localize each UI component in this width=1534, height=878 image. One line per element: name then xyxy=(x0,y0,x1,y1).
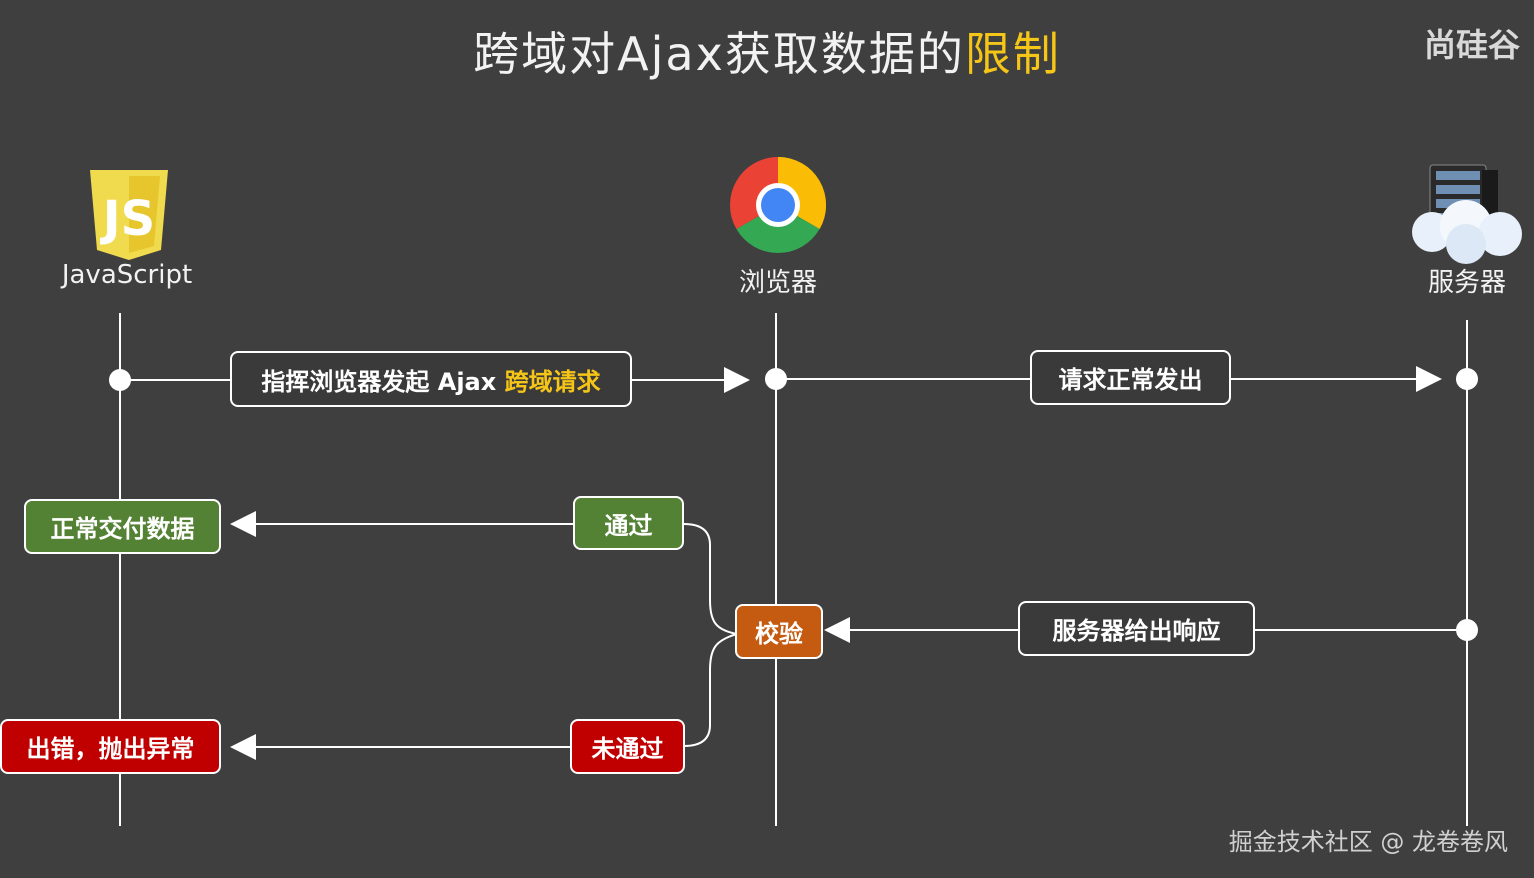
message-forward-text: 请求正常发出 xyxy=(1058,366,1203,394)
deliver-text: 正常交付数据 xyxy=(50,515,195,543)
javascript-logo-icon: JS xyxy=(90,170,168,260)
title-highlight: 限制 xyxy=(964,27,1061,81)
server-dot-request xyxy=(1456,368,1478,390)
server-dot-response xyxy=(1456,619,1478,641)
pass-box: 通过 xyxy=(573,496,684,550)
message-request-box: 指挥浏览器发起 Ajax 跨域请求 xyxy=(230,351,632,407)
request-arrowhead xyxy=(724,367,750,393)
page-title: 跨域对Ajax获取数据的限制 xyxy=(0,18,1534,84)
pass-text: 通过 xyxy=(604,511,653,540)
deliver-box: 正常交付数据 xyxy=(24,499,221,554)
actor-label-javascript: JavaScript xyxy=(61,260,193,290)
fail-text: 未通过 xyxy=(591,735,664,763)
error-arrowhead xyxy=(230,734,256,760)
message-request-text: 指挥浏览器发起 Ajax xyxy=(261,367,505,396)
deliver-arrowhead xyxy=(230,511,256,537)
watermark-text: 掘金技术社区 @ 龙卷卷风 xyxy=(1228,828,1508,856)
message-forward-box: 请求正常发出 xyxy=(1030,350,1231,405)
browser-dot xyxy=(765,368,787,390)
forward-arrowhead xyxy=(1416,366,1442,392)
response-arrowhead xyxy=(824,617,850,643)
javascript-logo-text: JS xyxy=(100,191,155,247)
fail-box: 未通过 xyxy=(570,719,685,774)
actor-label-server: 服务器 xyxy=(1427,268,1506,298)
check-box: 校验 xyxy=(735,604,823,659)
error-box: 出错，抛出异常 xyxy=(0,719,221,774)
server-cloud-icon xyxy=(1412,164,1522,264)
fail-branch-line xyxy=(683,633,738,747)
brand-logo: 尚硅谷 xyxy=(1423,26,1520,64)
check-text: 校验 xyxy=(755,620,803,648)
js-dot xyxy=(109,369,131,391)
error-text: 出错，抛出异常 xyxy=(26,735,195,763)
message-response-box: 服务器给出响应 xyxy=(1018,601,1255,656)
message-response-text: 服务器给出响应 xyxy=(1052,617,1221,645)
chrome-browser-icon xyxy=(729,157,827,254)
pass-branch-line xyxy=(683,523,738,635)
title-main: 跨域对Ajax获取数据的 xyxy=(473,27,965,81)
message-request-highlight: 跨域请求 xyxy=(504,367,601,396)
actor-label-browser: 浏览器 xyxy=(738,268,817,298)
